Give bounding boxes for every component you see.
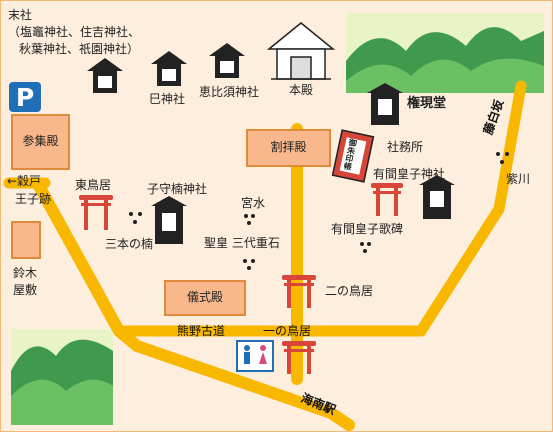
ni-torii-label: 二の鳥居	[325, 284, 374, 298]
shrine-icon	[419, 175, 455, 219]
massha-list-2: 秋葉神社、祇園神社）	[19, 42, 140, 56]
sanshuden-label: 参集殿	[22, 134, 59, 149]
suzuki-label-2: 屋敷	[13, 283, 38, 297]
mountain-image-top	[346, 13, 544, 93]
suzuki-label-1: 鈴木	[13, 266, 38, 280]
suzuki-box	[11, 221, 41, 259]
sanshuden-box: 参集殿	[11, 114, 70, 170]
shamusho-label: 社務所	[387, 140, 424, 154]
gishikiden-label: 儀式殿	[186, 290, 223, 305]
massha-list-1: （塩竈神社、住吉神社、	[8, 25, 141, 39]
seikou-label: 聖皇 三代重石	[204, 236, 280, 250]
kidoouji-label-2: 王子跡	[15, 192, 52, 206]
higashi-torii-label: 東鳥居	[75, 178, 112, 192]
komori-shrine-label: 子守楠神社	[147, 182, 208, 196]
massha-label: 末社	[8, 8, 33, 22]
shrine-icon	[87, 58, 123, 93]
mi-shrine-label: 巳神社	[149, 92, 186, 106]
honden-icon	[266, 22, 336, 80]
kidoouji-label-1: ←穀戸	[7, 174, 42, 188]
shrine-icon	[151, 51, 187, 86]
ebisu-shrine-label: 恵比須神社	[199, 85, 260, 99]
kumano-kodo-label: 熊野古道	[177, 324, 226, 338]
torii-icon	[282, 341, 316, 374]
dot-markers	[129, 152, 509, 270]
gishikiden-box: 儀式殿	[164, 280, 246, 316]
gongendo-label: 権現堂	[407, 96, 447, 111]
miyamizu-label: 宮水	[241, 196, 266, 210]
arima-kahi-label: 有間皇子歌碑	[331, 222, 404, 236]
torii-icon	[282, 275, 316, 308]
roads	[3, 80, 527, 431]
shrine-icon	[209, 43, 245, 78]
haiden-label: 割拝殿	[270, 140, 307, 155]
ichi-torii-label: 一の鳥居	[263, 324, 312, 338]
parking-icon: P	[9, 82, 41, 112]
kishigawa-label: 紫川	[506, 172, 531, 186]
shrine-icon	[367, 83, 403, 125]
honden-label: 本殿	[289, 83, 314, 97]
arima-shrine-label: 有間皇子神社	[373, 167, 446, 181]
goshuin-stamp-icon	[331, 129, 375, 183]
mountain-image-bottom	[11, 329, 113, 425]
haiden-box: 割拝殿	[246, 129, 331, 167]
shrine-icon	[151, 196, 187, 244]
torii-icon	[371, 183, 403, 216]
restroom-icon	[236, 340, 274, 372]
sanbon-kusu-label: 三本の楠	[105, 237, 154, 251]
torii-icon	[79, 195, 113, 230]
